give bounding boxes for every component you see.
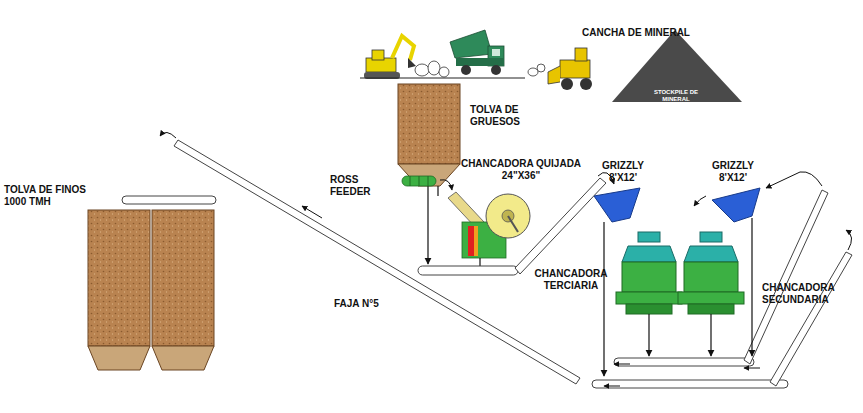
ross-feeder <box>419 176 420 186</box>
boulders <box>428 61 440 75</box>
discharge-line <box>710 314 711 356</box>
fine-ore-bin <box>88 210 214 370</box>
conveyor-belt <box>122 196 216 204</box>
excavator <box>364 36 416 79</box>
equipment-label: CHANCADORA QUIJADA 24"X36" <box>458 158 584 182</box>
fine-ore-bin <box>88 346 150 370</box>
jaw-crusher <box>486 194 530 238</box>
excavator <box>392 36 414 60</box>
cone-crusher <box>626 304 672 314</box>
excavator <box>372 50 384 60</box>
feed-line <box>427 186 428 264</box>
grizzly-screen <box>594 188 760 222</box>
transfer-arrow <box>694 196 706 206</box>
boulders <box>537 64 545 72</box>
discharge-line <box>479 258 480 266</box>
fine-ore-bin <box>88 210 150 346</box>
cone-crusher <box>616 232 744 314</box>
ross-feeder <box>428 176 429 186</box>
discharge-line <box>751 218 752 356</box>
cone-crusher <box>616 232 682 314</box>
dump-truck <box>456 58 504 66</box>
front-loader <box>548 66 560 84</box>
cone-crusher <box>616 292 682 304</box>
front-loader <box>548 48 592 90</box>
transfer-arrow <box>160 132 176 138</box>
conveyor-belt <box>744 190 828 364</box>
boulders <box>415 64 429 76</box>
boulders <box>439 67 449 77</box>
jaw-crusher <box>508 216 518 232</box>
transfer-arrow <box>766 172 822 188</box>
front-loader <box>575 48 587 61</box>
equipment-label: ROSS FEEDER <box>330 174 400 198</box>
discharge-line <box>603 222 604 376</box>
cone-crusher <box>684 246 738 262</box>
dump-truck <box>492 49 500 56</box>
dump-truck <box>461 65 471 75</box>
ross-feeder <box>402 176 436 186</box>
conveyor-belt <box>592 380 788 388</box>
discharge-line <box>648 314 649 356</box>
front-loader <box>580 78 592 90</box>
excavator <box>408 58 416 68</box>
conveyor-belt <box>770 252 852 386</box>
cone-crusher <box>622 262 676 292</box>
cone-crusher <box>678 292 744 304</box>
conveyor-belt <box>418 266 518 275</box>
equipment-label: TOLVA DE GRUESOS <box>470 104 532 128</box>
ross-feeder <box>410 176 411 186</box>
equipment-label: CHANCADORA SECUNDARIA <box>762 282 852 306</box>
cone-crusher <box>688 304 734 314</box>
dump-truck <box>491 65 501 75</box>
transfer-arrow <box>160 132 852 250</box>
ground-line <box>360 78 525 79</box>
dump-truck <box>450 30 492 58</box>
belt-arrow <box>744 368 760 369</box>
grizzly-screen <box>594 188 640 222</box>
belt-arrow <box>302 206 322 218</box>
flow-arrow <box>440 180 452 190</box>
feed-line <box>437 186 438 196</box>
jaw-crusher <box>468 226 474 256</box>
conveyor-belt <box>515 178 606 274</box>
conveyor-belt <box>614 358 754 366</box>
ross-feeder <box>402 176 436 186</box>
dump-truck <box>450 30 504 75</box>
conveyor-label: FAJA N°5 <box>334 298 394 310</box>
cone-crusher <box>638 232 660 242</box>
coarse-ore-bin <box>398 164 460 186</box>
coarse-ore-bin <box>398 84 460 164</box>
discharge-line <box>604 218 752 376</box>
stockpile-label: STOCKPILE DE MINERAL <box>640 89 712 103</box>
cone-crusher <box>684 262 738 292</box>
front-loader <box>560 60 590 78</box>
conveyor-belt <box>122 140 852 388</box>
equipment-label: GRIZZLY 8'X12' <box>708 160 758 184</box>
belt-arrow <box>604 386 620 387</box>
equipment-label: CHANCADORA TERCIARIA <box>530 268 612 292</box>
transfer-arrow <box>846 230 852 250</box>
front-loader <box>561 78 573 90</box>
jaw-crusher <box>462 194 530 258</box>
coarse-ore-bin <box>398 84 460 186</box>
fine-ore-bin <box>152 210 214 346</box>
jaw-crusher <box>474 226 478 256</box>
fine-ore-bin <box>152 346 214 370</box>
grizzly-screen <box>712 188 760 222</box>
area-label: CANCHA DE MINERAL <box>582 27 712 39</box>
equipment-label: GRIZZLY 8'X12' <box>598 160 648 184</box>
cone-crusher <box>622 246 676 262</box>
boulders <box>528 68 538 76</box>
belt-arrow <box>614 364 630 365</box>
cone-crusher <box>678 232 744 314</box>
cone-crusher <box>700 232 722 242</box>
stockpile <box>612 30 742 102</box>
equipment-label: TOLVA DE FINOS 1000 TMH <box>4 184 92 208</box>
